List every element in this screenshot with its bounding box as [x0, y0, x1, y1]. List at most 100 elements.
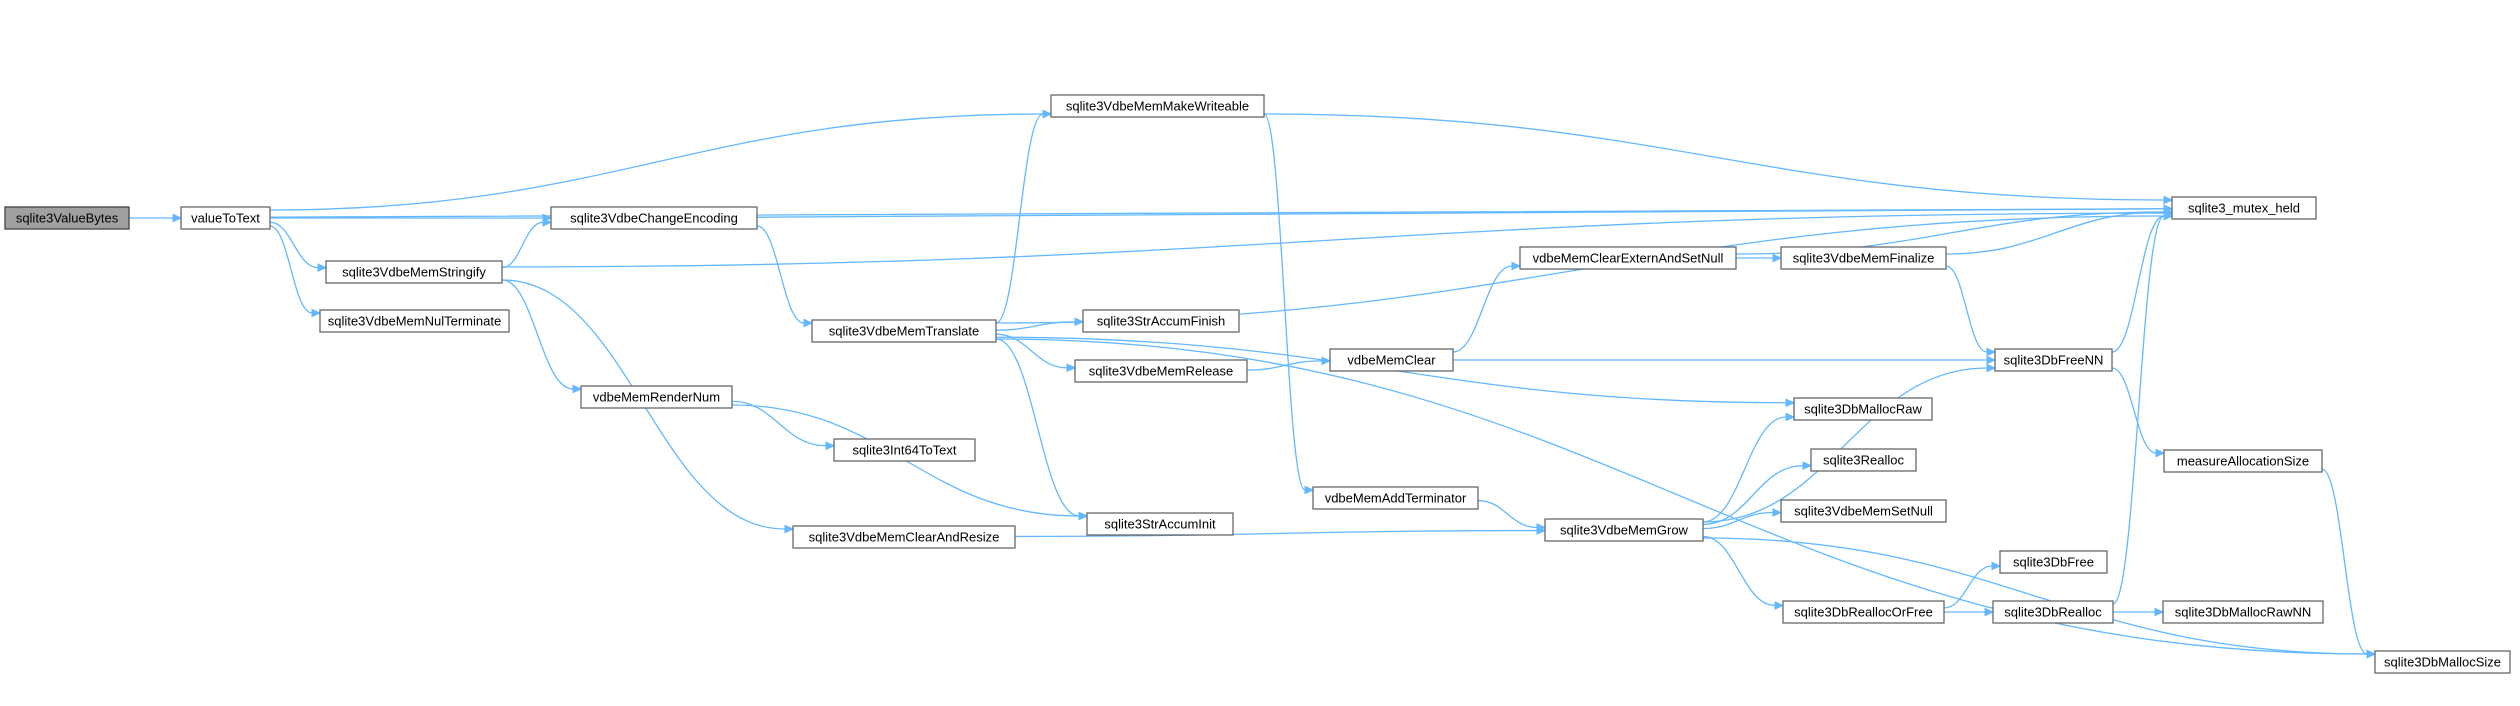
- node-vdbeMemClearExternAndSetNull[interactable]: vdbeMemClearExternAndSetNull: [1519, 246, 1737, 270]
- node-sqlite3DbFree[interactable]: sqlite3DbFree: [1999, 550, 2108, 574]
- node-sqlite3VdbeMemClearAndResize[interactable]: sqlite3VdbeMemClearAndResize: [792, 525, 1016, 549]
- edge-line: [995, 113, 1044, 324]
- node-label: sqlite3VdbeMemTranslate: [829, 324, 980, 339]
- edge-n_changeenc-to-n_mutexheld: [756, 204, 2174, 218]
- node-sqlite3DbMallocRaw[interactable]: sqlite3DbMallocRaw: [1793, 397, 1933, 421]
- edge-n_rendernum-to-n_straccuminit: [731, 404, 1089, 521]
- node-label: sqlite3StrAccumInit: [1104, 517, 1216, 532]
- node-sqlite3StrAccumInit[interactable]: sqlite3StrAccumInit: [1086, 512, 1234, 536]
- node-label: sqlite3Int64ToText: [852, 443, 956, 458]
- node-sqlite3DbMallocRawNN[interactable]: sqlite3DbMallocRawNN: [2162, 600, 2324, 624]
- edge-n_memgrow-to-n_dbmallocraw: [1702, 412, 1796, 523]
- arrowhead: [1785, 412, 1796, 422]
- node-label: sqlite3DbFree: [2013, 555, 2094, 570]
- node-vdbeMemClear[interactable]: vdbeMemClear: [1329, 348, 1454, 372]
- node-sqlite3DbRealloc[interactable]: sqlite3DbRealloc: [1992, 600, 2114, 624]
- node-sqlite3VdbeMemStringify[interactable]: sqlite3VdbeMemStringify: [325, 260, 503, 284]
- edge-n_changeenc-to-n_translate: [756, 225, 814, 328]
- node-label: sqlite3VdbeMemSetNull: [1794, 504, 1933, 519]
- node-label: sqlite3VdbeMemNulTerminate: [328, 314, 501, 329]
- node-sqlite3VdbeMemMakeWriteable[interactable]: sqlite3VdbeMemMakeWriteable: [1050, 94, 1265, 118]
- node-sqlite3VdbeMemGrow[interactable]: sqlite3VdbeMemGrow: [1544, 518, 1704, 542]
- edge-layer: [129, 109, 2377, 659]
- edge-n_dbrealloc-to-n_mutexheld: [2112, 211, 2174, 605]
- node-label: measureAllocationSize: [2177, 454, 2309, 469]
- node-label: sqlite3VdbeMemRelease: [1089, 364, 1234, 379]
- node-label: sqlite3VdbeMemMakeWriteable: [1066, 99, 1249, 114]
- edge-n_dbfreenn-to-n_mutexheld: [2111, 211, 2174, 353]
- node-label: sqlite3DbFreeNN: [2004, 353, 2104, 368]
- edge-line: [2111, 215, 2165, 353]
- node-sqlite3DbReallocOrFree[interactable]: sqlite3DbReallocOrFree: [1782, 600, 1945, 624]
- arrowhead: [1042, 109, 1053, 119]
- arrowhead: [2163, 211, 2174, 221]
- arrowhead: [1074, 317, 1085, 327]
- node-sqlite3VdbeMemSetNull[interactable]: sqlite3VdbeMemSetNull: [1780, 499, 1947, 523]
- edge-line: [1945, 265, 1988, 353]
- edge-line: [269, 113, 1044, 211]
- edge-line: [1702, 537, 2368, 655]
- edge-line: [1246, 360, 1323, 371]
- edge-n_translate-to-n_straccuminit: [995, 338, 1089, 521]
- arrowhead: [1774, 601, 1785, 610]
- edge-line: [995, 333, 1068, 369]
- arrowhead: [1536, 523, 1547, 532]
- node-sqlite3DbMallocSize[interactable]: sqlite3DbMallocSize: [2374, 650, 2511, 674]
- node-sqlite3_mutex_held[interactable]: sqlite3_mutex_held: [2171, 196, 2317, 220]
- arrowhead: [1986, 347, 1997, 357]
- node-sqlite3ValueBytes[interactable]: sqlite3ValueBytes: [4, 206, 130, 230]
- edge-n_memgrow-to-n_dbreallocorfree: [1702, 535, 1785, 610]
- edge-line: [2321, 468, 2368, 655]
- node-label: sqlite3Realloc: [1823, 453, 1904, 468]
- node-label: sqlite3VdbeMemClearAndResize: [809, 530, 1000, 545]
- node-label: sqlite3DbMallocSize: [2384, 655, 2501, 670]
- edge-line: [501, 279, 574, 390]
- arrowhead: [803, 318, 814, 328]
- arrowhead: [784, 524, 795, 534]
- node-sqlite3VdbeMemTranslate[interactable]: sqlite3VdbeMemTranslate: [811, 319, 997, 343]
- edge-line: [2112, 215, 2165, 605]
- node-sqlite3VdbeMemNulTerminate[interactable]: sqlite3VdbeMemNulTerminate: [319, 309, 510, 333]
- edge-line: [501, 212, 2165, 268]
- edge-line: [501, 221, 544, 269]
- edge-line: [1014, 529, 1538, 538]
- edge-line: [1945, 211, 2165, 255]
- edge-line: [269, 225, 313, 314]
- arrowhead: [2154, 607, 2165, 617]
- node-sqlite3VdbeChangeEncoding[interactable]: sqlite3VdbeChangeEncoding: [550, 206, 758, 230]
- node-sqlite3VdbeMemFinalize[interactable]: sqlite3VdbeMemFinalize: [1780, 246, 1947, 270]
- arrowhead: [1511, 261, 1522, 271]
- edge-n_translate-to-n_memrelease: [995, 333, 1077, 373]
- node-label: sqlite3ValueBytes: [16, 211, 119, 226]
- edge-n_valuetotext-to-n_changeenc: [270, 213, 553, 223]
- node-label: sqlite3DbReallocOrFree: [1794, 605, 1933, 620]
- edge-n_memfinalize-to-n_mutexheld: [1945, 207, 2174, 255]
- node-sqlite3DbFreeNN[interactable]: sqlite3DbFreeNN: [1994, 348, 2113, 372]
- edge-n_dbrealloc-to-n_dbmallocrawnn: [2113, 607, 2165, 617]
- node-sqlite3StrAccumFinish[interactable]: sqlite3StrAccumFinish: [1082, 309, 1240, 333]
- edge-line: [995, 338, 2368, 655]
- node-label: vdbeMemClearExternAndSetNull: [1533, 251, 1724, 266]
- node-label: sqlite3DbRealloc: [2004, 605, 2102, 620]
- node-measureAllocationSize[interactable]: measureAllocationSize: [2163, 449, 2323, 473]
- node-label: sqlite3VdbeMemGrow: [1560, 523, 1688, 538]
- edge-n_translate-to-n_makewriteable: [995, 109, 1053, 324]
- edge-n_translate-to-n_straccumfinish: [995, 317, 1085, 331]
- node-sqlite3Realloc[interactable]: sqlite3Realloc: [1810, 448, 1917, 472]
- arrowhead: [2155, 448, 2166, 458]
- edge-line: [756, 225, 805, 324]
- node-vdbeMemAddTerminator[interactable]: vdbeMemAddTerminator: [1312, 486, 1479, 510]
- arrowhead: [2366, 649, 2377, 659]
- edge-n_valuetotext-to-n_makewriteable: [269, 109, 1053, 211]
- node-label: sqlite3StrAccumFinish: [1097, 314, 1226, 329]
- edge-n_stringify-to-n_changeenc: [501, 217, 553, 269]
- node-label: sqlite3VdbeMemFinalize: [1793, 251, 1935, 266]
- node-sqlite3VdbeMemRelease[interactable]: sqlite3VdbeMemRelease: [1074, 359, 1248, 383]
- arrowhead: [825, 441, 836, 451]
- edge-n_memgrow-to-n_realloc: [1702, 461, 1813, 526]
- node-vdbeMemRenderNum[interactable]: vdbeMemRenderNum: [580, 385, 733, 409]
- node-valueToText[interactable]: valueToText: [180, 206, 271, 230]
- arrowhead: [542, 217, 553, 227]
- node-sqlite3Int64ToText[interactable]: sqlite3Int64ToText: [833, 438, 976, 462]
